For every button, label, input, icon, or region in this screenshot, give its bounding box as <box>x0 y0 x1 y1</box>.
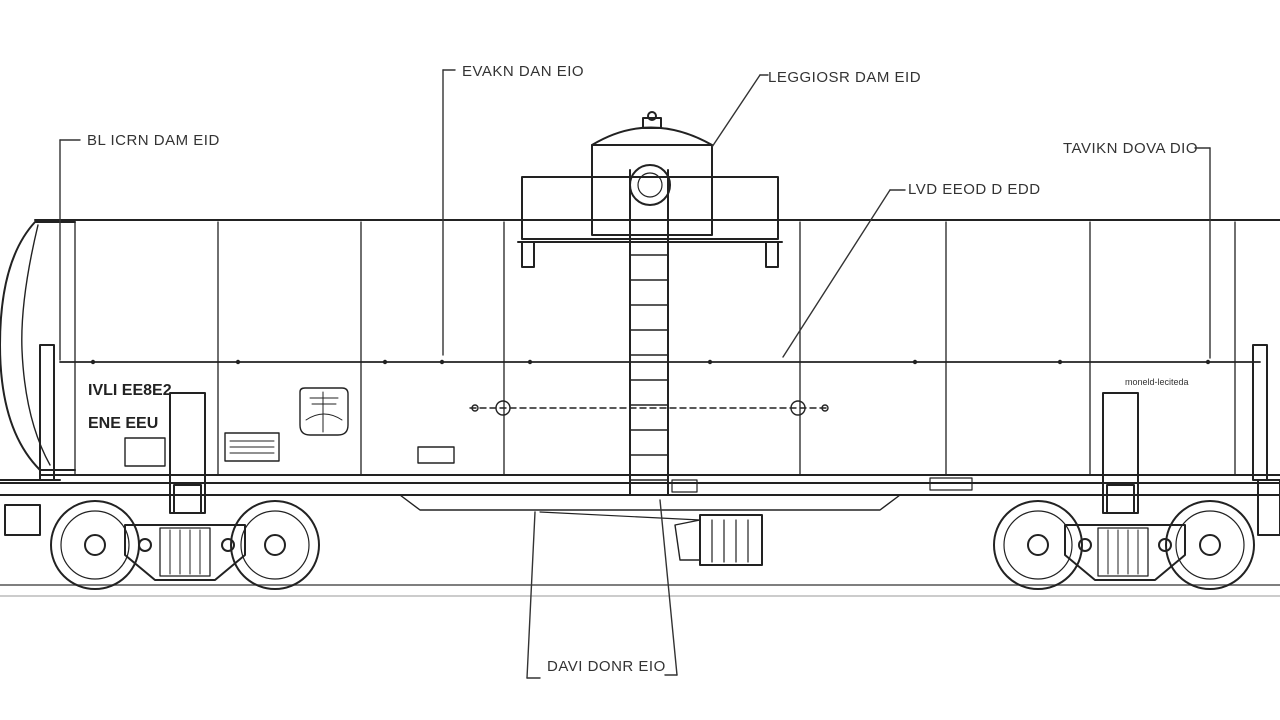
left-data-plate <box>224 432 280 462</box>
right-bolster <box>1102 392 1139 514</box>
callout-label-dome: LEGGIOSR DAM EID <box>768 69 921 86</box>
left-bolster <box>169 392 206 514</box>
callout-label-top-center: EVAKN DAN EIO <box>462 63 584 80</box>
reporting-mark-line2: ENE EEU <box>88 415 158 432</box>
right-stencil-text: moneld-leciteda <box>1125 377 1189 387</box>
manway-dome <box>591 111 713 236</box>
rail-track <box>0 584 1280 597</box>
seam-rivets <box>90 359 1211 365</box>
hazmat-placard <box>299 387 349 436</box>
callout-label-bottom: DAVI DONR EIO <box>547 658 666 675</box>
left-end-post <box>0 344 61 536</box>
reporting-mark-line1: IVLI EE8E2 <box>88 382 172 399</box>
right-end-post <box>1252 344 1280 536</box>
left-capacity-plate <box>124 437 166 467</box>
callout-leaders <box>59 69 1211 679</box>
chain-rail <box>469 400 831 416</box>
callout-label-mid-right: LVD EEOD D EDD <box>908 181 1041 198</box>
tank-shell <box>0 219 1280 476</box>
ladder <box>629 169 669 496</box>
callout-label-top-right: TAVIKN DOVA DIO <box>1063 140 1198 157</box>
left-truck <box>50 500 320 590</box>
callout-label-top-left: BL ICRN DAM EID <box>87 132 220 149</box>
bottom-outlet <box>539 511 763 566</box>
underframe <box>0 477 1280 511</box>
center-small-plate <box>417 446 455 464</box>
right-truck <box>993 500 1255 590</box>
top-platform <box>517 176 783 268</box>
